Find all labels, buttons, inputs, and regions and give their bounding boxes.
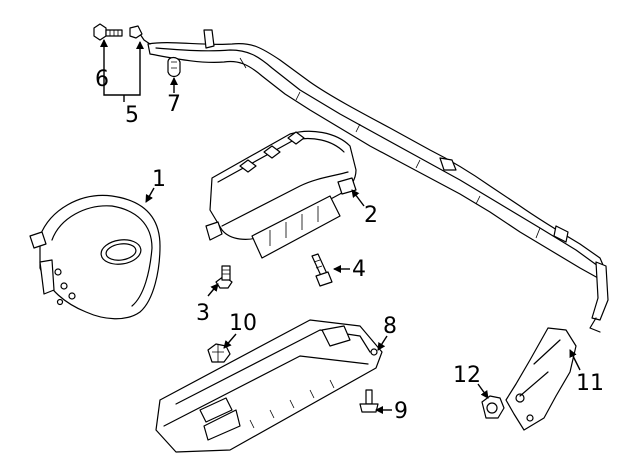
callout-12: 12 (453, 363, 481, 388)
callout-3: 3 (196, 301, 210, 326)
callout-2: 2 (364, 203, 378, 228)
leader-lines (100, 39, 581, 414)
steering-airbag (29, 194, 161, 320)
callout-5: 5 (125, 103, 139, 128)
bracket-11 (505, 327, 577, 431)
callout-10: 10 (229, 311, 257, 336)
callout-9: 9 (394, 399, 408, 424)
passenger-airbag (205, 130, 357, 259)
screw-9 (359, 389, 379, 413)
nut-12 (481, 395, 505, 419)
callout-4: 4 (352, 257, 366, 282)
callout-6: 6 (95, 67, 109, 92)
screw-3 (215, 265, 233, 289)
callout-1: 1 (152, 167, 166, 192)
callout-8: 8 (383, 314, 397, 339)
bolt-6 (93, 23, 123, 41)
bolt-4 (311, 253, 333, 287)
callout-7: 7 (167, 92, 181, 117)
curtain-airbag (129, 25, 609, 333)
clip-7 (167, 56, 181, 78)
knee-airbag (155, 319, 383, 453)
nut-10 (207, 343, 231, 363)
callout-11: 11 (576, 371, 604, 396)
